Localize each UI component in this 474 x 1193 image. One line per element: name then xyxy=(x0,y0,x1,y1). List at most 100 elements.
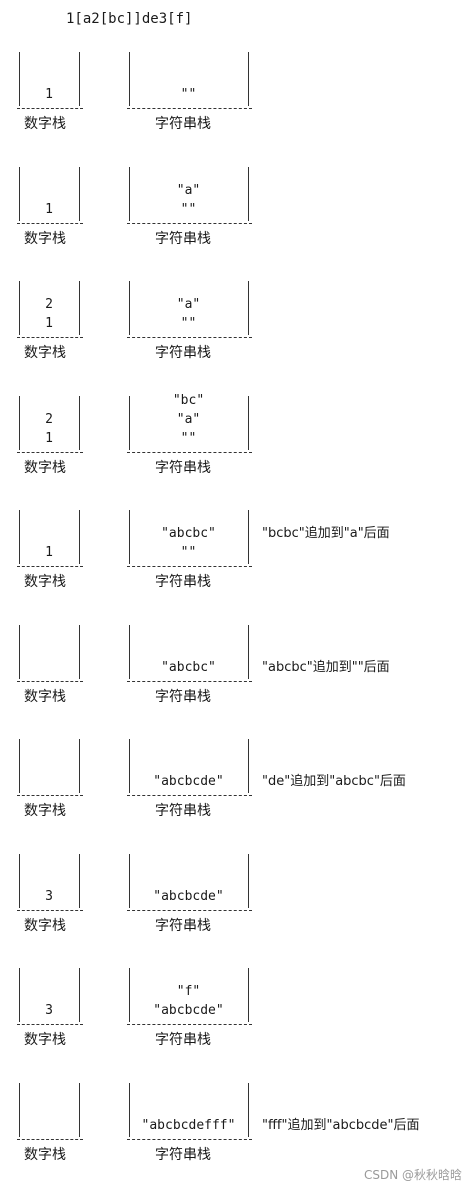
num-stack-bottom xyxy=(17,451,83,453)
str-stack-bottom xyxy=(127,566,252,567)
num-stack-bottom xyxy=(17,1024,83,1025)
str-stack-label: 字符串栈 xyxy=(155,574,211,590)
num-stack-bottom xyxy=(17,909,83,911)
num-stack-right-wall xyxy=(79,739,80,793)
num-stack-item: 2 xyxy=(45,411,53,427)
str-stack-bottom xyxy=(127,680,252,682)
str-stack-bottom xyxy=(127,1024,252,1025)
str-stack-left-wall xyxy=(129,739,130,793)
str-stack-item: "" xyxy=(180,545,197,560)
str-stack-item: "a" xyxy=(176,411,201,427)
str-stack-right-wall xyxy=(248,281,249,335)
num-stack-label: 数字栈 xyxy=(24,1146,66,1163)
num-stack-right-wall xyxy=(79,624,80,679)
stack-frame: 1"abcbc"""数字栈字符串栈"bcbc"追加到"a"后面 xyxy=(0,502,474,616)
num-stack-right-wall xyxy=(79,166,80,221)
str-stack-left-wall xyxy=(129,1082,130,1137)
stack-frame: 3 "f" "abcbcde" 数字栈 字符串栈 xyxy=(0,960,474,1074)
str-stack-left-wall xyxy=(129,52,130,106)
str-stack-left-wall xyxy=(129,395,130,450)
num-stack-right-wall xyxy=(79,510,80,564)
num-stack-right-wall xyxy=(79,1082,80,1137)
num-stack-left-wall xyxy=(19,281,20,335)
str-stack-item: "" xyxy=(180,201,197,217)
num-stack-item: 1 xyxy=(45,545,53,560)
num-stack-left-wall xyxy=(19,968,20,1022)
stack-frame: "abcbcde" 数字栈 字符串栈 "de"追加到"abcbc"后面 xyxy=(0,731,474,845)
str-stack-item: "a" xyxy=(176,182,201,198)
str-stack-left-wall xyxy=(129,968,130,1022)
num-stack-left-wall xyxy=(19,1082,20,1137)
num-stack-right-wall xyxy=(79,853,80,908)
num-stack-right-wall xyxy=(79,52,80,106)
str-stack-label: 字符串栈 xyxy=(155,803,211,819)
str-stack-item: "abcbc" xyxy=(161,659,216,675)
num-stack-label: 数字栈 xyxy=(24,917,66,934)
num-stack-item: 1 xyxy=(45,87,53,102)
str-stack-bottom xyxy=(127,909,252,911)
str-stack-left-wall xyxy=(129,624,130,679)
str-stack-left-wall xyxy=(129,281,130,335)
str-stack-label: 字符串栈 xyxy=(155,688,211,705)
num-stack-label: 数字栈 xyxy=(24,345,66,361)
str-stack-label: 字符串栈 xyxy=(155,1146,211,1163)
str-stack-item: "bc" xyxy=(172,392,205,408)
str-stack-right-wall xyxy=(248,52,249,106)
str-stack-right-wall xyxy=(248,853,249,908)
stack-frame: 2 1 "bc" "a" "" 数字栈 字符串栈 xyxy=(0,388,474,502)
num-stack-label: 数字栈 xyxy=(24,1032,66,1048)
str-stack-item: "abcbcde" xyxy=(153,888,224,904)
str-stack-label: 字符串栈 xyxy=(155,1032,211,1048)
str-stack-right-wall xyxy=(248,739,249,793)
str-stack-right-wall xyxy=(248,624,249,679)
num-stack-bottom xyxy=(17,222,83,224)
num-stack-left-wall xyxy=(19,52,20,106)
str-stack-item: "" xyxy=(180,316,197,331)
num-stack-item: 3 xyxy=(45,888,53,904)
str-stack-left-wall xyxy=(129,166,130,221)
str-stack-bottom xyxy=(127,1138,252,1140)
num-stack-left-wall xyxy=(19,739,20,793)
num-stack-bottom xyxy=(17,108,83,109)
str-stack-label: 字符串栈 xyxy=(155,459,211,476)
num-stack-item: 1 xyxy=(45,430,53,446)
num-stack-item: 2 xyxy=(45,297,53,312)
num-stack-label: 数字栈 xyxy=(24,230,66,247)
num-stack-label: 数字栈 xyxy=(24,459,66,476)
step-note: "abcbc"追加到""后面 xyxy=(262,659,390,675)
num-stack-label: 数字栈 xyxy=(24,803,66,819)
expression-title: 1[a2[bc]]de3[f] xyxy=(66,11,193,27)
num-stack-item: 1 xyxy=(45,316,53,331)
step-note: "de"追加到"abcbc"后面 xyxy=(262,774,406,789)
stack-frame: 1""数字栈字符串栈 xyxy=(0,44,474,158)
str-stack-item: "f" xyxy=(176,984,201,999)
str-stack-bottom xyxy=(127,108,252,109)
str-stack-item: "abcbc" xyxy=(161,526,216,541)
str-stack-bottom xyxy=(127,451,252,453)
str-stack-right-wall xyxy=(248,166,249,221)
num-stack-left-wall xyxy=(19,853,20,908)
str-stack-label: 字符串栈 xyxy=(155,917,211,934)
str-stack-label: 字符串栈 xyxy=(155,345,211,361)
watermark: CSDN @秋秋晗晗 xyxy=(363,1168,462,1182)
num-stack-left-wall xyxy=(19,166,20,221)
num-stack-left-wall xyxy=(19,510,20,564)
str-stack-right-wall xyxy=(248,395,249,450)
stack-frame: 3 "abcbcde" 数字栈 字符串栈 xyxy=(0,846,474,960)
num-stack-left-wall xyxy=(19,624,20,679)
num-stack-label: 数字栈 xyxy=(24,688,66,705)
stack-frame: "abcbcdefff"数字栈字符串栈"fff"追加到"abcbcde"后面 xyxy=(0,1075,474,1189)
str-stack-right-wall xyxy=(248,1082,249,1137)
str-stack-right-wall xyxy=(248,510,249,564)
num-stack-right-wall xyxy=(79,968,80,1022)
str-stack-item: "abcbcde" xyxy=(153,774,224,789)
num-stack-item: 3 xyxy=(45,1003,53,1018)
str-stack-item: "" xyxy=(180,430,197,446)
num-stack-item: 1 xyxy=(45,201,53,217)
str-stack-bottom xyxy=(127,222,252,224)
num-stack-label: 数字栈 xyxy=(24,116,66,132)
str-stack-item: "abcbcde" xyxy=(153,1003,224,1018)
num-stack-bottom xyxy=(17,680,83,682)
str-stack-right-wall xyxy=(248,968,249,1022)
num-stack-bottom xyxy=(17,337,83,338)
